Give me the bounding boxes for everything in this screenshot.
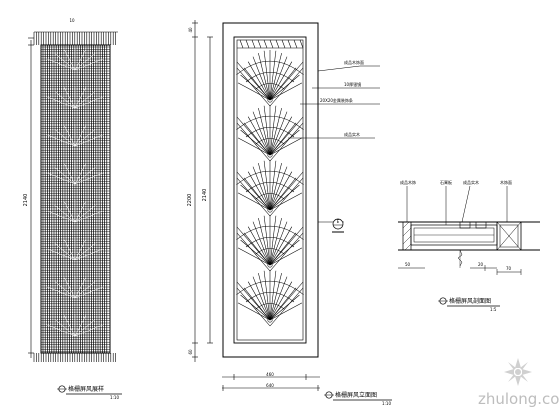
section-dim-50: 50 bbox=[405, 262, 411, 267]
section-caption: 格栅屏风剖面图 1:5 bbox=[438, 297, 500, 312]
watermark-logo-icon bbox=[504, 358, 532, 386]
section-detail bbox=[398, 185, 540, 275]
left-caption-text: 格栅屏风展样 bbox=[68, 385, 104, 393]
middle-scale-text: 1:10 bbox=[382, 401, 391, 406]
watermark-text: zhulong.com bbox=[478, 390, 560, 408]
middle-dim-outer-text: 2200 bbox=[187, 194, 193, 207]
left-height-dimension bbox=[28, 37, 34, 358]
middle-dim-inner-text: 2140 bbox=[202, 189, 208, 202]
callout-silver-mirror: 10厚银镜 bbox=[344, 81, 361, 87]
section-scale-text: 1:5 bbox=[490, 307, 497, 312]
section-dim-70: 70 bbox=[506, 266, 512, 271]
section-marker bbox=[318, 218, 344, 233]
middle-caption: 格栅屏风立面图 1:10 bbox=[324, 391, 392, 406]
section-label-gypsum: 石膏板 bbox=[440, 179, 452, 185]
callout-metal-strip: 20X20金属装饰条 bbox=[320, 97, 353, 103]
left-lattice-panel bbox=[33, 31, 118, 362]
watermark: zhulong.com bbox=[478, 358, 560, 408]
middle-width-outer-text: 640 bbox=[266, 383, 274, 388]
section-label-veneer: 木饰面 bbox=[500, 179, 512, 185]
middle-elevation-panel bbox=[222, 22, 319, 358]
section-label-solid-wood: 成品实木 bbox=[463, 179, 479, 185]
section-marker-letter: E bbox=[337, 219, 340, 224]
callout-wood-veneer: 成品木饰面 bbox=[344, 59, 364, 65]
middle-width-dimensions bbox=[222, 374, 320, 391]
left-scale-text: 1:10 bbox=[110, 395, 119, 400]
section-label-wood: 成品木饰 bbox=[400, 179, 416, 185]
callout-solid-wood: 成品实木 bbox=[344, 131, 360, 137]
middle-callout-leaders bbox=[288, 65, 380, 139]
left-caption: 格栅屏风展样 1:10 bbox=[57, 385, 122, 400]
middle-caption-text: 格栅屏风立面图 bbox=[335, 391, 377, 399]
left-top-dim-text: 10 bbox=[69, 18, 75, 23]
section-caption-text: 格栅屏风剖面图 bbox=[449, 297, 491, 305]
middle-dim-bottom-text: 60 bbox=[188, 349, 193, 355]
middle-dim-top-text: 40 bbox=[188, 27, 193, 33]
section-dim-20: 20 bbox=[478, 262, 484, 267]
middle-height-dimensions bbox=[192, 20, 213, 362]
middle-width-inner-text: 460 bbox=[266, 372, 274, 377]
left-height-dim-text: 2140 bbox=[23, 194, 29, 207]
